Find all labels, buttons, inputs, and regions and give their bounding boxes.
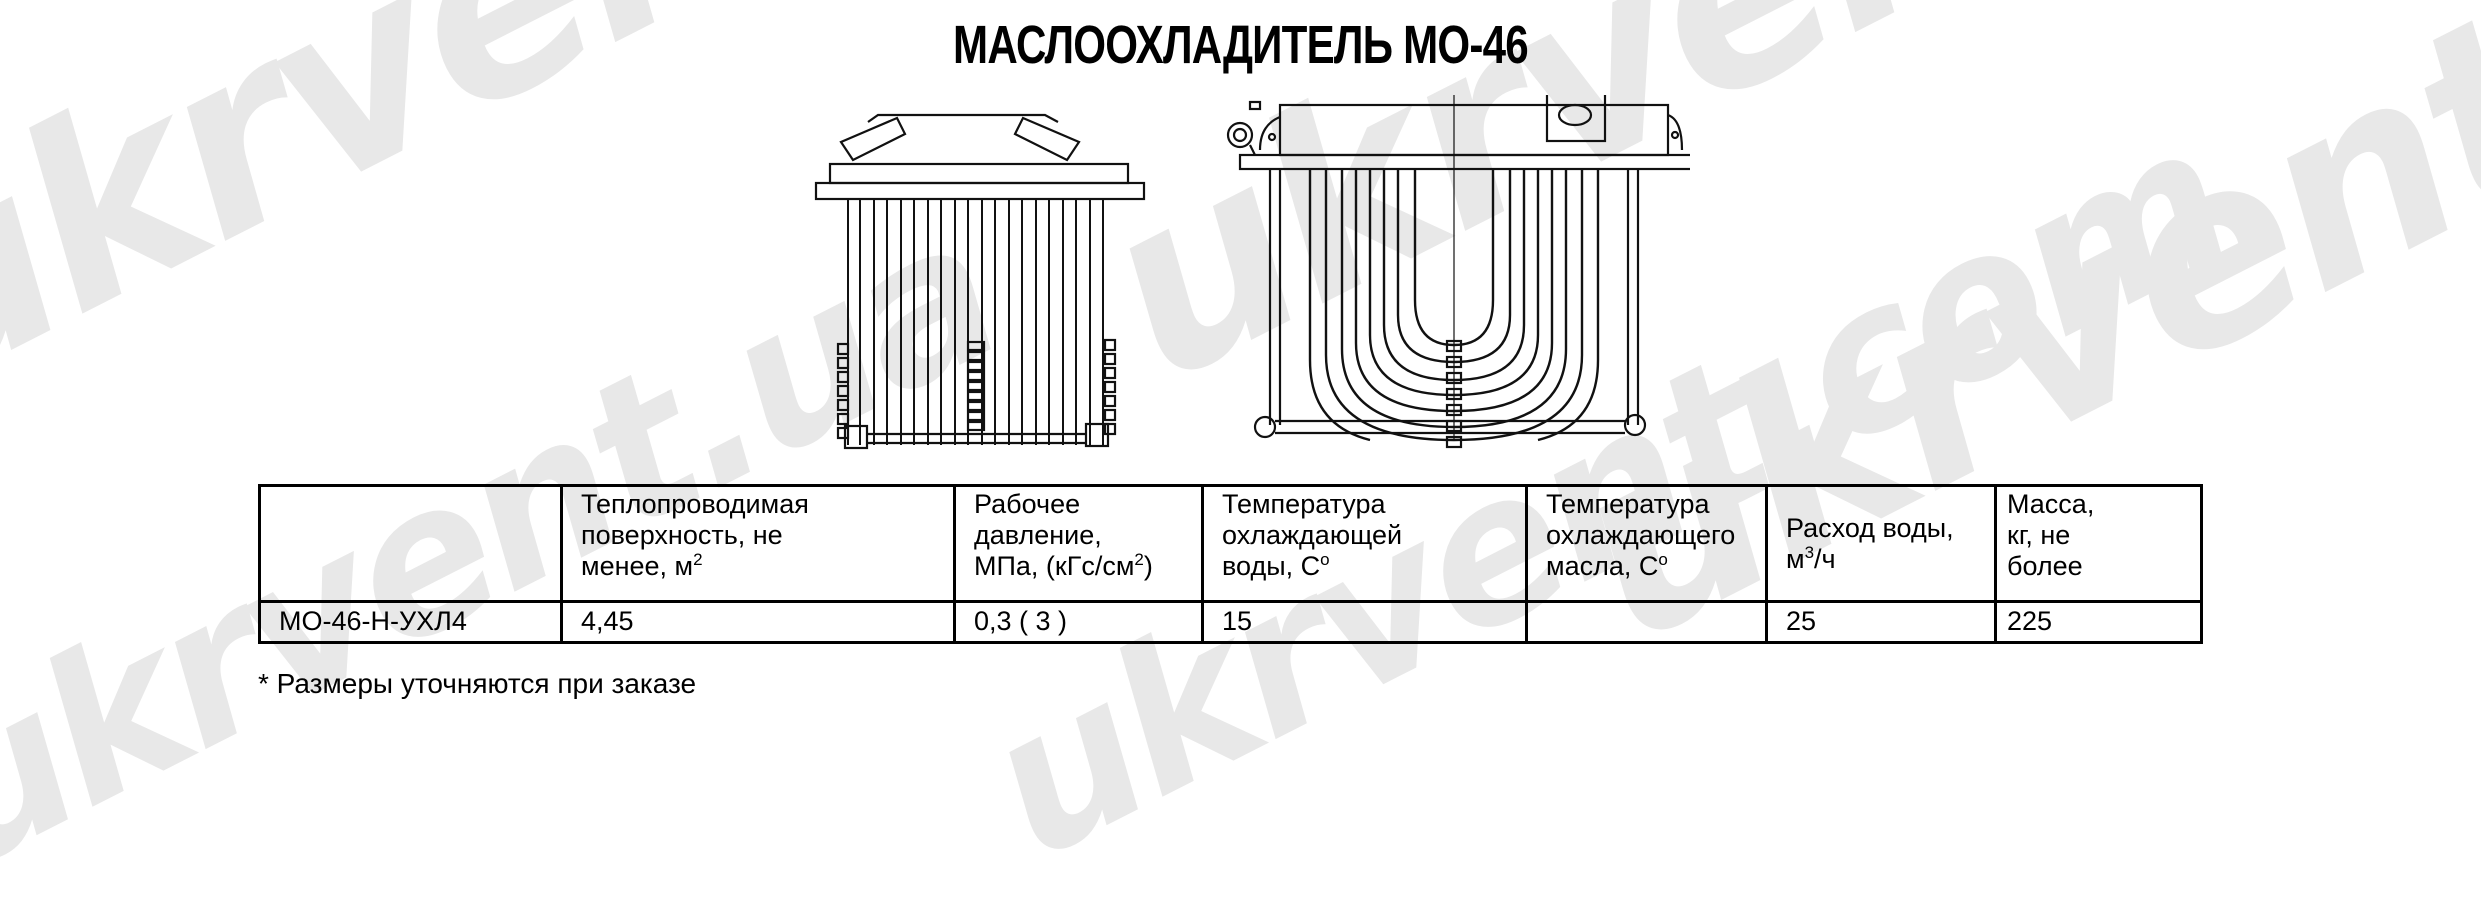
cell-oil-temp [1525,600,1768,644]
header-cell-pressure: Рабочее давление, МПа, (кГс/см2) [953,484,1204,603]
cell-water-temp: 15 [1201,600,1528,644]
header-cell-oil-temp: Температура охлаждающего масла, Сo [1525,484,1768,603]
header-cell-water-flow: Расход воды, м3/ч [1765,484,1997,603]
cell-surface: 4,45 [560,600,956,644]
header-cell-water-temp: Температура охлаждающей воды, Сo [1201,484,1528,603]
spec-table: Теплопроводимая поверхность, не менее, м… [258,484,2203,644]
table-row: МО-46-Н-УХЛ4 4,45 0,3 ( 3 ) 15 25 225 [258,600,2203,644]
cell-pressure: 0,3 ( 3 ) [953,600,1204,644]
header-cell-surface: Теплопроводимая поверхность, не менее, м… [560,484,956,603]
front-view-drawing [1226,95,1690,449]
header-cell-mass: Масса, кг, не более [1994,484,2203,603]
side-view-icon [814,113,1146,450]
cell-water-flow: 25 [1765,600,1997,644]
front-view-icon [1226,95,1690,449]
footnote: * Размеры уточняются при заказе [258,668,697,699]
cell-model: МО-46-Н-УХЛ4 [258,600,563,644]
side-view-drawing [814,113,1146,450]
cell-mass: 225 [1994,600,2203,644]
header-cell-model [258,484,563,603]
table-header-row: Теплопроводимая поверхность, не менее, м… [258,484,2203,603]
page-title: МАСЛООХЛАДИТЕЛЬ МО-46 [953,15,1529,75]
